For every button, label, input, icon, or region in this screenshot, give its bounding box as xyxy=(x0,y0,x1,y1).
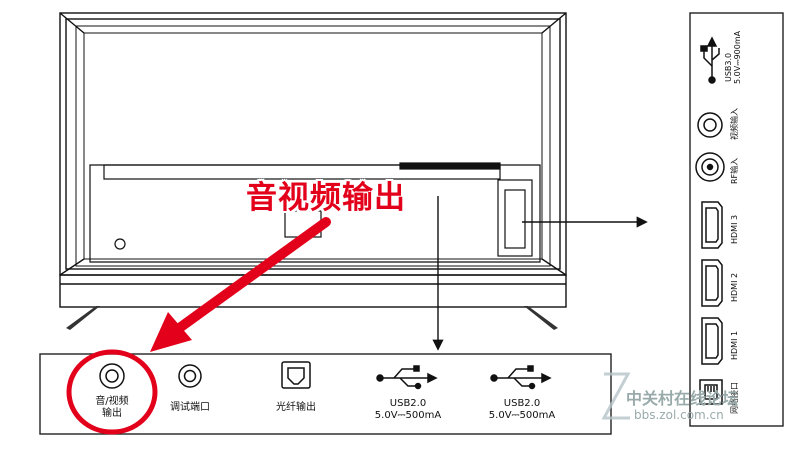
watermark-logo xyxy=(601,372,631,420)
hdmi1-label: HDMI 1 xyxy=(730,330,739,360)
kensington-lock-icon xyxy=(114,238,126,250)
av-output-label: 音/视频 输出 xyxy=(95,396,129,419)
tv-rear-cover xyxy=(89,162,541,263)
watermark-text: 中关村在线论坛 xyxy=(626,389,739,408)
rf-input-label: RF输入 xyxy=(730,157,739,184)
av-jack-icon xyxy=(99,363,125,389)
optical-output-label: 光纤输出 xyxy=(276,402,316,413)
usb-port-label: USB2.0 5.0V⎓500mA xyxy=(374,398,442,421)
service-jack-icon xyxy=(178,364,202,388)
highlight-ellipse xyxy=(66,349,158,435)
hdmi2-label: HDMI 2 xyxy=(730,272,739,302)
hdmi-icon xyxy=(701,259,723,307)
usb-icon xyxy=(490,365,552,390)
hdmi3-label: HDMI 3 xyxy=(730,214,739,244)
connector-arrows xyxy=(432,196,648,351)
tv-back-outline xyxy=(59,12,567,308)
service-port-label: 调试端口 xyxy=(170,402,210,413)
hdmi-icon xyxy=(701,201,723,249)
red-callout xyxy=(66,217,331,435)
watermark-url: bbs.zol.com.cn xyxy=(634,408,724,422)
video-in-jack-icon xyxy=(697,112,723,138)
ethernet-icon xyxy=(699,379,723,405)
annotation-title: 音视频输出 xyxy=(246,180,406,216)
usb-port-label: USB2.0 5.0V⎓500mA xyxy=(488,398,556,421)
red-arrow-shaft xyxy=(173,217,331,334)
bottom-port-panel xyxy=(39,353,612,435)
video-input-label: 视频输入 xyxy=(730,108,739,140)
optical-port-icon xyxy=(281,361,311,389)
hdmi-icon xyxy=(701,317,723,365)
side-port-panel xyxy=(689,12,784,427)
tv-stand-feet xyxy=(66,306,558,330)
usb3-label: USB3.0 xyxy=(724,52,733,82)
usb3-rating-label: 5.0V⎓900mA xyxy=(733,30,742,84)
rf-jack-icon xyxy=(695,152,725,182)
usb-icon xyxy=(700,36,720,84)
usb-icon xyxy=(376,365,438,390)
red-arrow-head xyxy=(150,312,192,352)
